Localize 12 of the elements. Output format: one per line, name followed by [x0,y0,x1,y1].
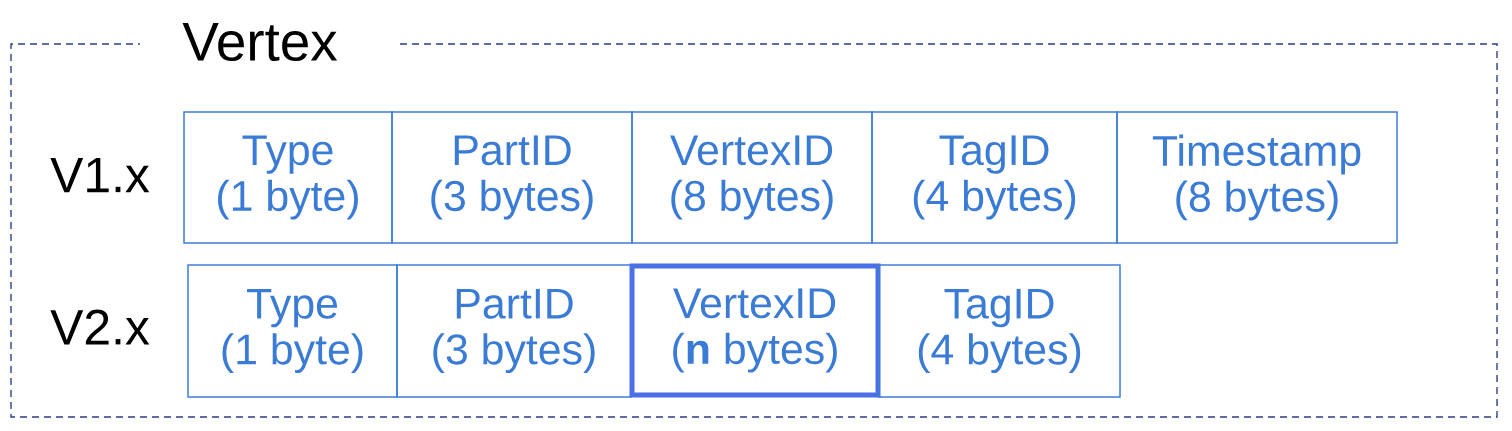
field-cell: VertexID (8 bytes) [631,111,873,244]
field-cell: PartID (3 bytes) [391,111,633,244]
field-cell: Type (1 byte) [187,264,398,398]
field-cell: PartID (3 bytes) [396,264,632,398]
row-label: V2.x [50,309,150,345]
field-cell: TagID (4 bytes) [871,111,1118,244]
row-label: V1.x [50,157,150,193]
frame-title: Vertex [182,22,338,62]
field-cell: Type (1 byte) [183,111,393,244]
field-cell: Timestamp (8 bytes) [1116,111,1398,244]
field-cell: TagID (4 bytes) [878,264,1121,398]
field-cell: VertexID (n bytes) [629,263,881,398]
